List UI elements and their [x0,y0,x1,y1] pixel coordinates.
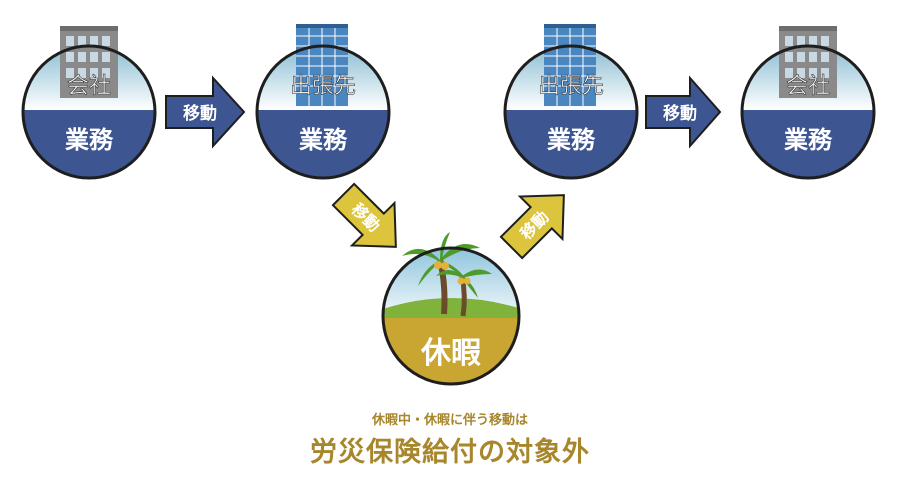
node-bottom-label: 業務 [784,126,833,154]
arrow-move-3: 移動 [499,194,565,260]
node-office-start: 会社 業務 [21,26,157,180]
arrow-move-2: 移動 [331,182,397,248]
arrow-label: 移動 [183,103,217,124]
caption-title: 労災保険給付の対象外 [310,437,590,468]
office-building-icon [779,26,837,98]
arrow-move-1: 移動 [165,75,246,149]
node-bottom-label: 業務 [547,126,596,154]
node-business-trip-2: 出張先 業務 [503,24,639,180]
glass-building-icon [544,24,596,106]
node-vacation: 休暇 [381,232,521,386]
vacation-label: 休暇 [420,336,481,371]
node-top-label: 出張先 [538,74,604,99]
arrow-move-4: 移動 [645,75,722,149]
arrow-label: 移動 [663,103,697,124]
node-top-label: 出張先 [290,74,356,99]
node-business-trip-1: 出張先 業務 [255,24,391,180]
caption-subtitle: 休暇中・休暇に伴う移動は [371,413,528,428]
glass-building-icon [296,24,348,106]
node-top-label: 会社 [786,74,830,99]
office-building-icon [60,26,118,98]
node-top-label: 会社 [67,74,111,99]
node-bottom-label: 業務 [65,126,114,154]
palm-tree-icon [402,232,492,317]
node-bottom-label: 業務 [299,126,348,154]
node-office-end: 会社 業務 [740,26,876,180]
